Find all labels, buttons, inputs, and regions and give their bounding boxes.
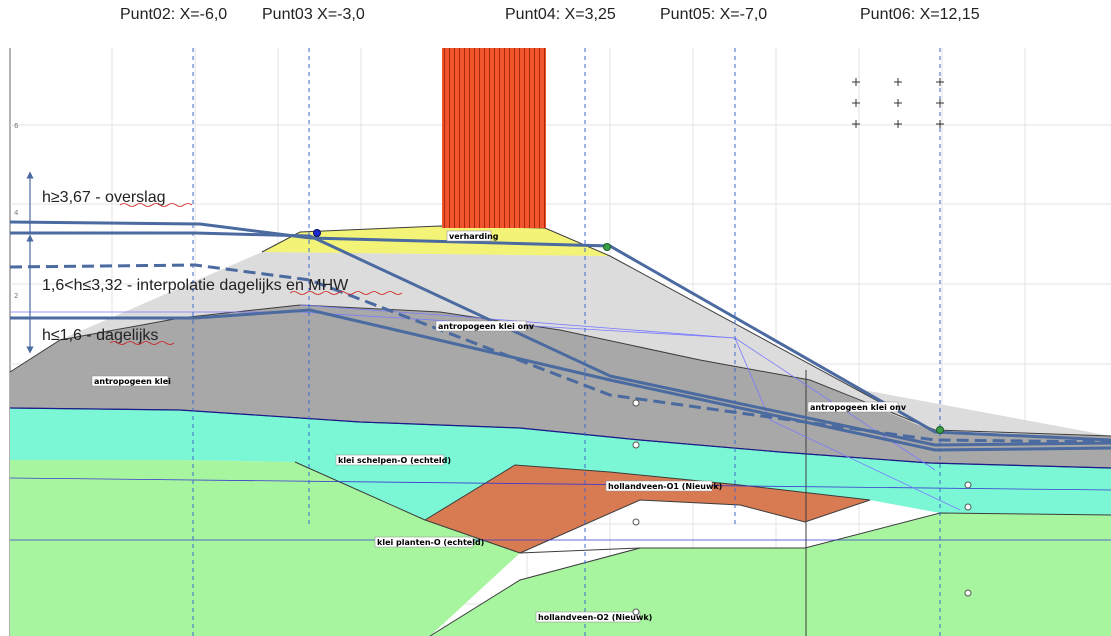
point-markers [313,229,944,434]
label-klei-planten: klei planten-O (echteld) [377,538,484,547]
traffic-load [442,48,546,228]
annotation-overslag: h≥3,67 - overslag [42,189,166,206]
layer-labels: verharding antropogeen klei onv antropog… [91,230,907,623]
point-label-punt05: Punt05: X=-7,0 [660,6,768,23]
label-antropogeen-klei-onv: antropogeen klei onv [438,322,535,331]
point-label-punt03: Punt03 X=-3,0 [262,6,365,23]
layer-klei-planten-left [10,460,520,636]
grid-markers [852,78,944,128]
layer-hollandveen-o1 [425,465,870,553]
annotation-interpolatie: 1,6<h≤3,32 - interpolatie dagelijks en M… [42,277,349,294]
label-verharding: verharding [449,232,499,241]
phreatic-lines [9,220,1111,452]
label-antropogeen-klei: antropogeen klei [94,377,171,386]
spellcheck-squiggle [109,341,175,345]
annotation-dagelijks: h≤1,6 - dagelijks [42,327,158,344]
point-label-punt02: Punt02: X=-6,0 [120,6,228,23]
label-antropogeen-klei-onv-2: antropogeen klei onv [810,403,907,412]
spellcheck-squiggle [119,203,193,207]
label-hollandveen-o2: hollandveen-O2 (Nieuwk) [538,613,652,622]
label-klei-schelpen: klei schelpen-O (echteld) [338,456,451,465]
layer-antropogeen-klei-onv-body [262,252,935,432]
layer-klei-schelpen [10,408,1111,520]
point-label-punt04: Punt04: X=3,25 [505,6,616,23]
node-markers [632,399,972,616]
y-tick: 2 [14,292,18,300]
spellcheck-squiggle [289,291,403,295]
point-label-punt06: Punt06: X=12,15 [860,6,980,23]
label-hollandveen-o1: hollandveen-O1 (Nieuwk) [608,482,722,491]
boundary-schelpen [9,407,1111,469]
profile-lines [192,48,941,636]
y-tick: 6 [14,122,19,130]
y-tick: 4 [14,209,19,217]
